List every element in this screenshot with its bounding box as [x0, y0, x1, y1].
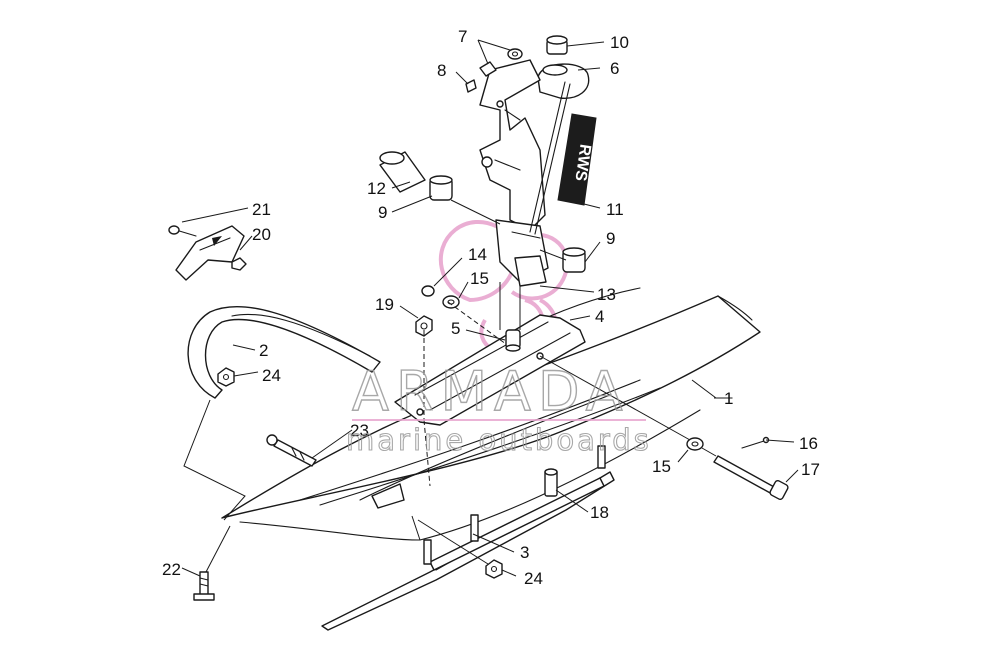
callout-9a: 9: [378, 203, 387, 222]
watermark-subtitle: marine outboards: [346, 423, 652, 457]
washer-15-upper: [442, 295, 460, 309]
callout-3: 3: [520, 543, 529, 562]
callout-22: 22: [162, 560, 181, 579]
callout-13: 13: [597, 285, 616, 304]
callout-18: 18: [590, 503, 609, 522]
watermark-title: ARMADA: [352, 360, 630, 423]
bushing-upper: [429, 175, 453, 201]
callout-19: 19: [375, 295, 394, 314]
callout-14: 14: [468, 245, 487, 264]
callout-6: 6: [610, 59, 619, 78]
washer-14: [421, 285, 435, 297]
bolt-22: [193, 571, 215, 601]
ski-handle: [187, 305, 381, 399]
spindle-assembly: [479, 59, 590, 283]
callout-23: 23: [350, 421, 369, 440]
callout-20: 20: [252, 225, 271, 244]
screw-21: [168, 225, 197, 237]
callout-17: 17: [801, 460, 820, 479]
callout-5: 5: [451, 319, 460, 338]
callout-24a: 24: [262, 366, 281, 385]
callout-7: 7: [458, 27, 467, 46]
spindle-bushing: [505, 329, 521, 352]
callout-12: 12: [367, 179, 386, 198]
ski: [221, 287, 761, 631]
nut-24-lower: [485, 559, 503, 579]
callout-1: 1: [724, 389, 733, 408]
callout-numbers: 1 2 3 4 5 6 7 8 9 9 10 11 12 13 14 15 15…: [162, 27, 820, 588]
callout-8: 8: [437, 61, 446, 80]
skag-bracket-20: [175, 225, 245, 281]
nut-20: [231, 257, 247, 271]
grease-fitting-8: [465, 79, 477, 93]
spring-pad: [514, 255, 547, 287]
bolt-23: [266, 434, 317, 467]
stud-18: [544, 468, 558, 497]
callout-11: 11: [606, 200, 624, 219]
callout-21: 21: [252, 200, 271, 219]
decal-text: RWS: [571, 143, 593, 182]
callout-15a: 15: [470, 269, 489, 288]
cap: [546, 35, 568, 55]
callout-10: 10: [610, 33, 629, 52]
callout-24b: 24: [524, 569, 543, 588]
callout-16: 16: [799, 434, 818, 453]
callout-15b: 15: [652, 457, 671, 476]
cotter-pin-16: [741, 436, 770, 449]
nut-7: [479, 61, 497, 77]
washer-7: [507, 48, 523, 60]
callout-2: 2: [259, 341, 268, 360]
nut-24-upper: [217, 367, 235, 387]
rws-decal: RWS: [557, 113, 597, 206]
callout-4: 4: [595, 307, 604, 326]
nut-19: [415, 315, 433, 337]
bushing-lower: [562, 247, 586, 273]
sleeve: [379, 151, 426, 193]
callout-9b: 9: [606, 229, 615, 248]
wear-bar: [423, 445, 606, 571]
spindle-bolt-17: [713, 455, 789, 500]
leader-lines: [181, 39, 799, 577]
watermark: ARMADA marine outboards: [345, 359, 652, 457]
saddle-plate: [394, 314, 586, 426]
washer-15-lower: [686, 437, 704, 451]
